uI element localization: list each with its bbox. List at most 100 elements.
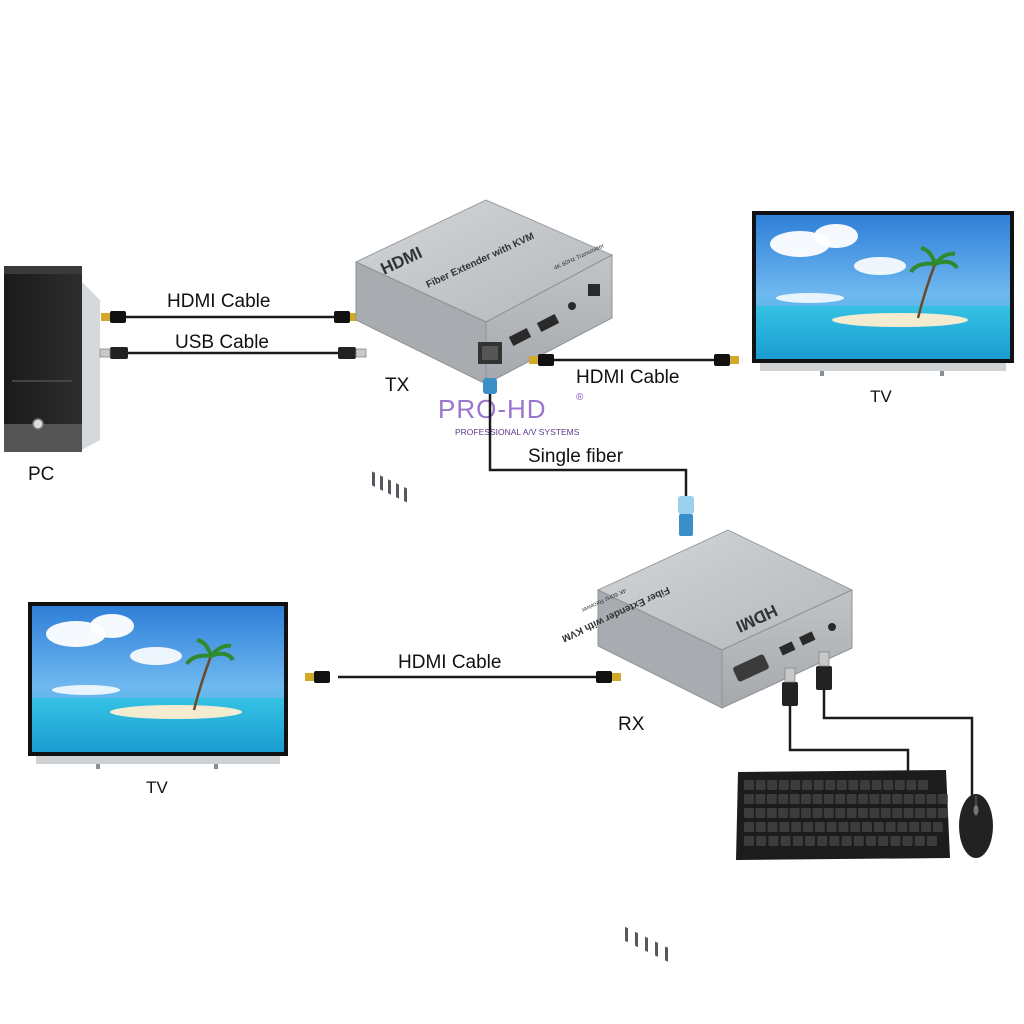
keyboard-key — [892, 808, 903, 818]
pc-usb-cable — [99, 346, 367, 360]
tx-fiber-port — [478, 342, 502, 364]
keyboard-key — [814, 822, 825, 832]
keyboard-key — [838, 822, 849, 832]
keyboard-key — [744, 808, 754, 818]
keyboard-key — [918, 780, 928, 790]
keyboard-key — [894, 780, 905, 790]
keyboard-key — [755, 822, 766, 832]
keyboard-key — [767, 780, 778, 790]
pc-hdmi-cable — [101, 311, 359, 323]
keyboard-key — [915, 794, 925, 804]
keyboard-key — [858, 808, 868, 818]
keyboard-key — [860, 780, 870, 790]
keyboard-key — [790, 780, 801, 790]
tx-label: TX — [385, 375, 410, 396]
keyboard-key — [766, 808, 777, 818]
keyboard-key — [914, 836, 925, 846]
keyboard-key — [789, 794, 800, 804]
keyboard-key — [825, 780, 836, 790]
keyboard-key — [927, 836, 937, 846]
tx-power-port — [588, 284, 600, 296]
brand-logo: PRO-HD — [438, 394, 547, 424]
keyboard-key — [780, 836, 791, 846]
rx-usb-port-2 — [798, 631, 816, 646]
rx-vent-slots — [625, 926, 668, 962]
keyboard-key — [932, 822, 943, 832]
tx-tv-hdmi-cable — [529, 354, 739, 366]
tx-tv-hdmi-cable-label: HDMI Cable — [576, 367, 679, 388]
keyboard-key — [779, 822, 790, 832]
rx-audio-port — [828, 623, 836, 631]
keyboard-key — [846, 794, 857, 804]
tv-remote — [28, 602, 288, 769]
keyboard-key — [909, 822, 920, 832]
keyboard-key — [768, 836, 779, 846]
keyboard-key — [866, 836, 876, 846]
keyboard-key — [885, 822, 896, 832]
keyboard-key — [792, 836, 803, 846]
keyboard-key — [744, 794, 754, 804]
brand-registered-mark: ® — [576, 392, 584, 403]
keyboard-key — [903, 794, 914, 804]
rx-tv-hdmi-cable-label: HDMI Cable — [398, 652, 501, 673]
tx-audio-port — [568, 302, 576, 310]
keyboard-key — [880, 794, 891, 804]
keyboard-key — [744, 822, 754, 832]
keyboard-key — [813, 780, 824, 790]
pc-tower — [4, 266, 100, 452]
single-fiber-cable — [483, 378, 694, 536]
keyboard-key — [789, 808, 800, 818]
keyboard-key — [880, 808, 891, 818]
keyboard-key — [802, 780, 812, 790]
pc-usb-cable-label: USB Cable — [175, 332, 269, 353]
keyboard-key — [841, 836, 852, 846]
keyboard-key — [873, 822, 884, 832]
keyboard-key — [778, 780, 789, 790]
keyboard-key — [791, 822, 802, 832]
keyboard-key — [846, 808, 857, 818]
keyboard-key — [744, 836, 754, 846]
rx-keyboard-usb-cable — [782, 667, 910, 772]
rx-label: RX — [618, 714, 645, 735]
keyboard-key — [823, 794, 834, 804]
pc-hdmi-cable-label: HDMI Cable — [167, 291, 270, 312]
mouse-icon — [959, 794, 993, 858]
keyboard-key — [805, 836, 815, 846]
single-fiber-label: Single fiber — [528, 446, 624, 467]
keyboard-key — [892, 794, 903, 804]
rx-vga-port — [733, 654, 769, 682]
tv-source-label: TV — [870, 387, 892, 406]
keyboard-key — [878, 836, 889, 846]
keyboard-key — [755, 794, 766, 804]
keyboard-key — [869, 808, 880, 818]
keyboard-key — [869, 794, 880, 804]
keyboard-key — [812, 808, 823, 818]
keyboard-key — [826, 822, 837, 832]
keyboard-key — [883, 780, 894, 790]
tv-remote-label: TV — [146, 778, 168, 797]
keyboard-key — [853, 836, 864, 846]
keyboard-key — [767, 822, 778, 832]
keyboard-key — [835, 808, 846, 818]
keyboard-key — [926, 808, 937, 818]
keyboard-key — [848, 780, 859, 790]
keyboard-key — [850, 822, 861, 832]
keyboard-key — [755, 808, 766, 818]
rx-device — [596, 529, 854, 962]
tx-hdmi-out-port — [536, 314, 560, 332]
keyboard-key — [766, 794, 777, 804]
keyboard-key — [812, 794, 823, 804]
keyboard-key — [926, 794, 937, 804]
keyboard-key — [803, 822, 813, 832]
tx-vent-slots — [372, 471, 407, 503]
keyboard-key — [801, 808, 811, 818]
keyboard-key — [858, 794, 868, 804]
keyboard-key — [862, 822, 872, 832]
keyboard-key — [756, 836, 767, 846]
rx-usb-port-1 — [778, 641, 796, 656]
keyboard-key — [744, 780, 754, 790]
keyboard-key — [836, 780, 847, 790]
keyboard-key — [890, 836, 901, 846]
keyboard-key — [921, 822, 931, 832]
